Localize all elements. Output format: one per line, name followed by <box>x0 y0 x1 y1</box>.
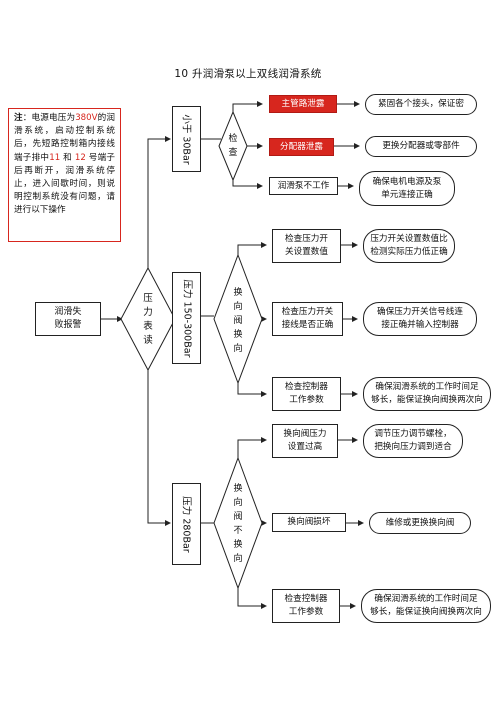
diamond-check-label: 检 查 <box>228 134 238 158</box>
range-mid-box: 压力 150-300Bar <box>172 272 201 364</box>
cause-valve-pressure-too-high: 换向阀压力 设置过高 <box>272 424 338 458</box>
diamond-main-label: 压 力 表 读 <box>143 293 153 346</box>
cause-main-pipe-leak: 主管路泄露 <box>269 95 337 113</box>
cause-pump-not-working: 润滑泵不工作 <box>269 177 338 195</box>
fix-repair-valve: 维修或更换换向阀 <box>369 512 471 534</box>
fix-pressure-switch-wiring: 确保压力开关信号线连 接正确并输入控制器 <box>363 302 477 336</box>
diamond-switch-shape <box>213 253 263 385</box>
note-label: 注 <box>14 113 23 123</box>
note-term-1: 11 <box>49 152 61 163</box>
fix-tighten-joints: 紧固各个接头，保证密 <box>365 94 477 115</box>
note-voltage: 380V <box>75 113 98 123</box>
fix-check-motor-power: 确保电机电源及泵 单元连接正确 <box>359 171 455 206</box>
range-high-label: 压力 280Bar <box>181 495 192 553</box>
note-sep: ： <box>22 113 32 123</box>
range-mid-label: 压力 150-300Bar <box>181 279 192 357</box>
fix-replace-distributor: 更换分配器或零部件 <box>365 136 477 157</box>
range-low-label: 小于 30Bar <box>181 113 193 165</box>
range-low-box: 小于 30Bar <box>172 106 201 172</box>
diamond-main-shape <box>120 266 176 372</box>
note-text-2: 的润滑系统，启动控制系统后，先短路控制箱内接线端子排中 <box>14 113 115 163</box>
fix-controller-time-high: 确保润滑系统的工作时间足 够长，能保证换向阀换两次向 <box>361 589 491 623</box>
note-text-1: 电源电压为 <box>31 113 76 123</box>
cause-check-controller-params-high: 检查控制器 工作参数 <box>272 589 340 623</box>
page-title: 10 升润滑泵以上双线润滑系统 <box>174 68 322 80</box>
note-text-3: 号端子后再断开，润滑系统停止，进入间歇时间，则说明控制系统没有问题，请进行以下操… <box>14 152 116 216</box>
fix-adjust-pressure-bolt: 调节压力调节螺栓， 把换向压力调到适合 <box>363 424 463 458</box>
fix-pressure-switch-value: 压力开关设置数值比 检测实际压力低正确 <box>363 229 455 263</box>
range-high-box: 压力 280Bar <box>172 483 201 565</box>
diamond-noswitch-shape <box>213 456 263 590</box>
note-box: 注：电源电压为380V的润滑系统，启动控制系统后，先短路控制箱内接线端子排中11… <box>8 108 121 242</box>
diamond-switch-label: 换 向 阀 换 向 <box>233 288 243 354</box>
cause-check-controller-params-mid: 检查控制器 工作参数 <box>272 377 341 411</box>
cause-check-pressure-switch-value: 检查压力开 关设置数值 <box>272 229 341 263</box>
start-alarm-box: 润滑失 败报警 <box>35 302 101 336</box>
fix-controller-time-mid: 确保润滑系统的工作时间足 够长，能保证换向阀换两次向 <box>363 377 491 411</box>
note-term-2: 12 <box>74 152 86 163</box>
diamond-check-shape <box>218 110 248 182</box>
cause-distributor-leak: 分配器泄露 <box>269 138 334 156</box>
cause-check-pressure-switch-wiring: 检查压力开关 接线是否正确 <box>272 302 343 336</box>
cause-valve-damaged: 换向阀损坏 <box>272 513 346 532</box>
note-and: 和 <box>60 152 75 163</box>
diamond-noswitch-label: 换 向 阀 不 换 向 <box>233 484 243 564</box>
